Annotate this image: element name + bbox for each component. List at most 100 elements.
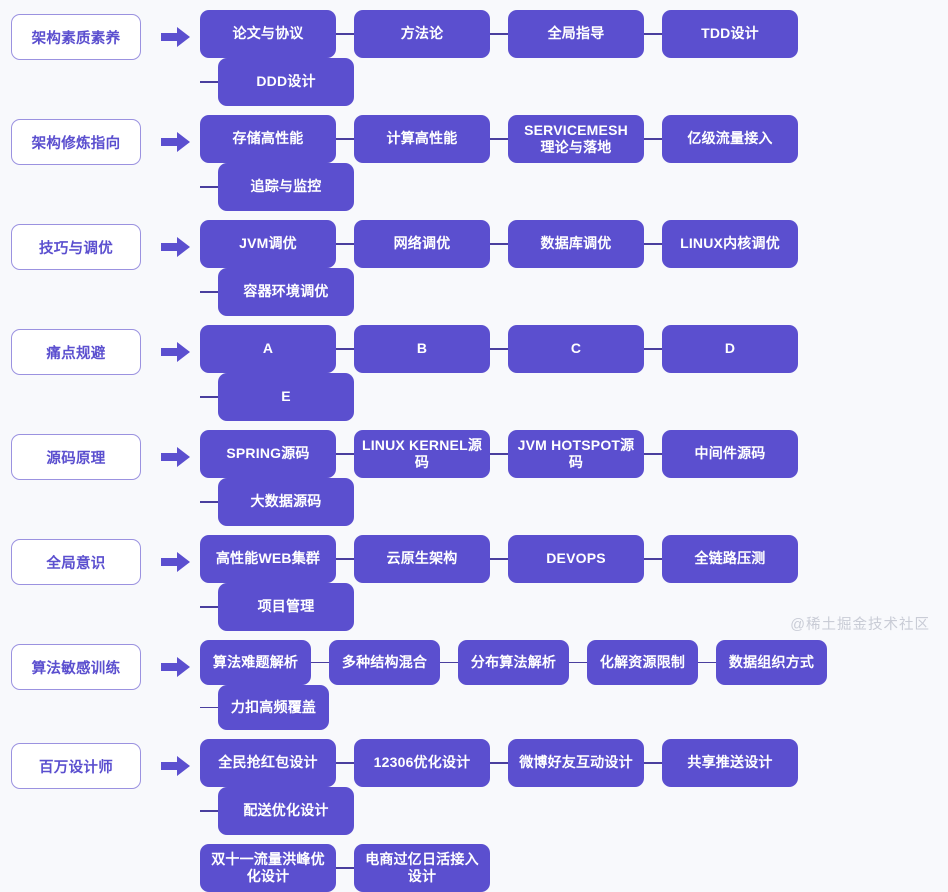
node-0-3[interactable]: TDD设计 [662,10,798,58]
node-wrap: A [200,325,336,373]
node-7-w0[interactable]: 双十一流量洪峰优化设计 [200,844,336,892]
row-label-cell: 算法敏感训练 [0,640,152,690]
row-label-2[interactable]: 技巧与调优 [11,224,141,270]
row-label-7[interactable]: 百万设计师 [11,743,141,789]
node-1-0[interactable]: 存储高性能 [200,115,336,163]
node-7-3[interactable]: 共享推送设计 [662,739,798,787]
node-wrap: 大数据源码 [200,478,354,526]
node-wrap: 力扣高频覆盖 [200,685,329,730]
node-wrap: 中间件源码 [644,430,798,478]
node-connector [490,453,508,455]
node-2-1[interactable]: 网络调优 [354,220,490,268]
node-5-4[interactable]: 项目管理 [218,583,354,631]
row-label-3[interactable]: 痛点规避 [11,329,141,375]
node-connector [490,243,508,245]
node-connector [336,33,354,35]
row-nodes: SPRING源码 LINUX KERNEL源码 JVM HOTSPOT源码中间件源码… [200,430,948,526]
node-6-2[interactable]: 分布算法解析 [458,640,569,685]
node-5-0[interactable]: 高性能WEB集群 [200,535,336,583]
node-wrap: 计算高性能 [336,115,490,163]
right-arrow-icon [152,739,200,793]
node-wrap: 论文与协议 [200,10,336,58]
node-wrap: 项目管理 [200,583,354,631]
node-wrap: 12306优化设计 [336,739,490,787]
node-wrap: 高性能WEB集群 [200,535,336,583]
row-nodes: 高性能WEB集群云原生架构 DEVOPS 全链路压测项目管理 [200,535,948,631]
node-4-2[interactable]: JVM HOTSPOT源码 [508,430,644,478]
node-3-4[interactable]: E [218,373,354,421]
node-5-3[interactable]: 全链路压测 [662,535,798,583]
node-wrap: 配送优化设计 [200,787,354,835]
node-wrap: E [200,373,354,421]
node-4-4[interactable]: 大数据源码 [218,478,354,526]
node-6-0[interactable]: 算法难题解析 [200,640,311,685]
node-7-4[interactable]: 配送优化设计 [218,787,354,835]
node-0-0[interactable]: 论文与协议 [200,10,336,58]
node-wrap: 数据库调优 [490,220,644,268]
node-connector [200,291,218,293]
row-nodes: 论文与协议方法论全局指导 TDD设计 DDD设计 [200,10,948,106]
node-wrap: 电商过亿日活接入设计 [336,844,490,892]
node-2-0[interactable]: JVM调优 [200,220,336,268]
node-2-4[interactable]: 容器环境调优 [218,268,354,316]
row-nodes: JVM调优网络调优数据库调优 LINUX内核调优容器环境调优 [200,220,948,316]
node-wrap: 亿级流量接入 [644,115,798,163]
node-7-1[interactable]: 12306优化设计 [354,739,490,787]
node-7-0[interactable]: 全民抢红包设计 [200,739,336,787]
node-7-w1[interactable]: 电商过亿日活接入设计 [354,844,490,892]
node-2-2[interactable]: 数据库调优 [508,220,644,268]
row-label-6[interactable]: 算法敏感训练 [11,644,141,690]
node-connector [644,453,662,455]
node-wrap: 方法论 [336,10,490,58]
node-connector [644,348,662,350]
node-2-3[interactable]: LINUX内核调优 [662,220,798,268]
node-6-4[interactable]: 数据组织方式 [716,640,827,685]
node-wrap: JVM调优 [200,220,336,268]
node-1-1[interactable]: 计算高性能 [354,115,490,163]
node-wrap: C [490,325,644,373]
node-wrap: 追踪与监控 [200,163,354,211]
node-connector [440,661,458,664]
node-connector [336,453,354,455]
node-5-2[interactable]: DEVOPS [508,535,644,583]
node-wrap: DDD设计 [200,58,354,106]
node-0-1[interactable]: 方法论 [354,10,490,58]
node-3-3[interactable]: D [662,325,798,373]
node-wrap: B [336,325,490,373]
node-3-2[interactable]: C [508,325,644,373]
right-arrow-icon [152,115,200,169]
node-3-1[interactable]: B [354,325,490,373]
row-label-1[interactable]: 架构修炼指向 [11,119,141,165]
right-arrow-icon [152,220,200,274]
node-connector [490,33,508,35]
node-connector [336,243,354,245]
row-label-cell: 全局意识 [0,535,152,585]
node-6-3[interactable]: 化解资源限制 [587,640,698,685]
node-0-2[interactable]: 全局指导 [508,10,644,58]
node-wrap: 全民抢红包设计 [200,739,336,787]
row-label-5[interactable]: 全局意识 [11,539,141,585]
node-5-1[interactable]: 云原生架构 [354,535,490,583]
node-6-5[interactable]: 力扣高频覆盖 [218,685,329,730]
roadmap-row: 技巧与调优 JVM调优网络调优数据库调优 LINUX内核调优容器环境调优 [0,220,948,316]
roadmap-row: 源码原理 SPRING源码 LINUX KERNEL源码 JVM HOTSPOT源码中… [0,430,948,526]
node-0-4[interactable]: DDD设计 [218,58,354,106]
node-7-2[interactable]: 微博好友互动设计 [508,739,644,787]
row-label-0[interactable]: 架构素质素养 [11,14,141,60]
node-3-0[interactable]: A [200,325,336,373]
node-4-0[interactable]: SPRING源码 [200,430,336,478]
node-1-3[interactable]: 亿级流量接入 [662,115,798,163]
node-4-1[interactable]: LINUX KERNEL源码 [354,430,490,478]
row-label-4[interactable]: 源码原理 [11,434,141,480]
row-label-cell: 源码原理 [0,430,152,480]
node-4-3[interactable]: 中间件源码 [662,430,798,478]
right-arrow-icon [152,10,200,64]
node-6-1[interactable]: 多种结构混合 [329,640,440,685]
node-wrap: 共享推送设计 [644,739,798,787]
node-1-4[interactable]: 追踪与监控 [218,163,354,211]
node-wrap: 双十一流量洪峰优化设计 [200,844,336,892]
